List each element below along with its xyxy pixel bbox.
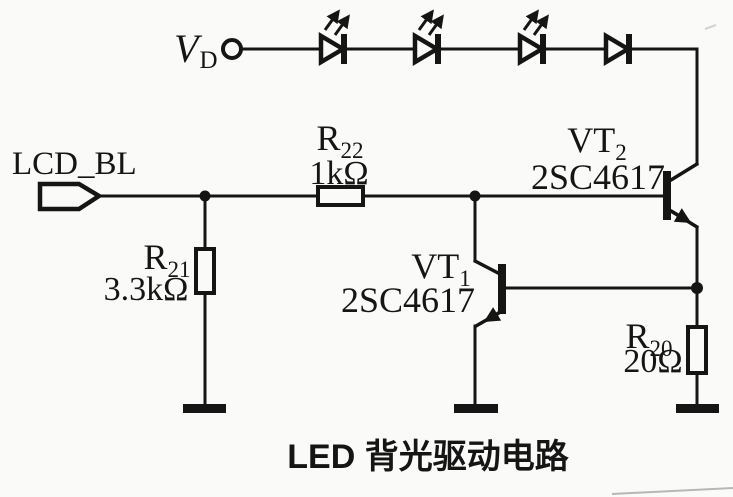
vt2-collector-lead [669, 162, 699, 182]
led-emission-arrow-icon [427, 14, 444, 36]
vt1-part-label: 2SC4617 [341, 280, 475, 320]
vt2-part-label: 2SC4617 [531, 157, 665, 197]
led-emission-arrow-icon [532, 14, 549, 36]
ground-icon [183, 404, 226, 413]
diode-4 [603, 32, 633, 66]
led-emission-arrow-icon [417, 9, 434, 31]
scan-artifact [611, 487, 733, 495]
led-emission-arrow-icon [522, 9, 539, 31]
resistor-r20-body [686, 325, 708, 375]
r20-ref-label: R20 [625, 316, 672, 361]
vt2-ref-label: VT2 [567, 120, 627, 165]
vd-label: VD [174, 26, 218, 74]
vd-terminal-icon [221, 38, 243, 60]
ground-icon [454, 404, 498, 413]
r22-value-label: 1kΩ [309, 155, 368, 192]
led-emission-arrow-icon [333, 14, 350, 36]
vt1-collector-lead [473, 259, 502, 276]
vt2-base-bar [663, 171, 671, 220]
transistor-vt2 [663, 162, 703, 294]
r20-branch [676, 286, 719, 413]
r21-value-label: 3.3kΩ [104, 271, 189, 308]
resistor-r21-body [194, 247, 216, 295]
resistor-r22-body [316, 185, 365, 207]
r22-ref-label: R22 [316, 118, 363, 163]
led-triangle [517, 32, 547, 66]
r20-value-label: 20Ω [623, 343, 682, 380]
vt1-ref-label: VT1 [411, 246, 471, 291]
diagram-caption: LED 背光驱动电路 [287, 438, 569, 476]
led-triangle [318, 32, 348, 66]
led-emission-arrow-icon [323, 9, 340, 31]
led-2 [412, 9, 444, 66]
led-triangle [412, 32, 442, 66]
r21-branch [183, 194, 226, 413]
lcd-bl-connector-icon [37, 181, 104, 212]
input-branch [37, 181, 666, 212]
vt1-emitter-arrow-icon [483, 307, 504, 322]
r21-ref-label: R21 [143, 237, 190, 282]
diode-triangle [603, 32, 633, 66]
vt1-base-bar [498, 264, 506, 314]
ground-icon [676, 404, 719, 413]
lcd-bl-label: LCD_BL [12, 146, 137, 182]
vt2-emitter-arrow-icon [669, 208, 692, 223]
transistor-vt1 [454, 194, 699, 413]
scan-artifact [704, 24, 717, 30]
led-1 [318, 9, 350, 66]
led-3 [517, 9, 549, 66]
